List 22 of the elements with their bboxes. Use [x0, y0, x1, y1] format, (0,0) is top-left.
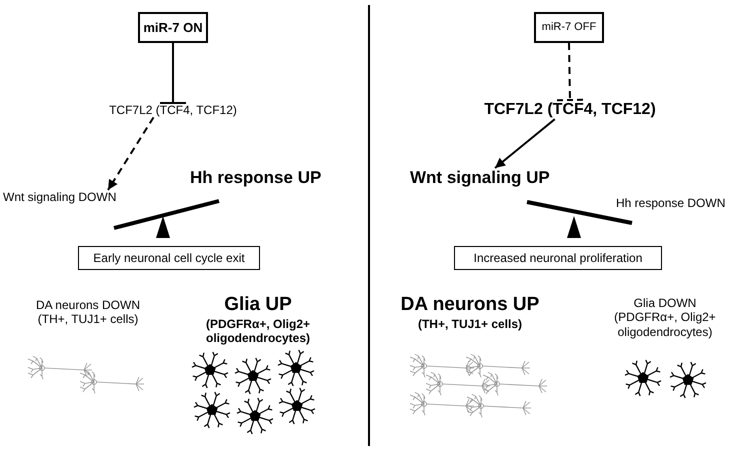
condition-box: miR-7 ON — [138, 12, 208, 43]
marker-label: (TH+, TUJ1+ cells) — [36, 312, 140, 327]
pathway-label: Wnt signaling DOWN — [3, 190, 143, 204]
marker-label: (PDGFRα+, Olig2+ oligodendrocytes) — [204, 316, 312, 346]
marker-label: (PDGFRα+, Olig2+ oligodendrocytes) — [613, 310, 717, 340]
arrow — [494, 118, 556, 169]
cell-type-label: Glia UP — [223, 294, 293, 317]
inhibition-line — [159, 43, 187, 104]
cell-type-label: DA neurons UP — [400, 294, 540, 317]
pathway-label: Hh response DOWN — [616, 196, 746, 210]
cell-type-label: DA neurons DOWN — [34, 298, 142, 312]
pathway-label: Hh response UP — [190, 168, 350, 188]
gene-label: TCF7L2 (TCF4, TCF12) — [108, 103, 238, 118]
marker-label: (TH+, TUJ1+ cells) — [416, 316, 524, 332]
outcome-box: Increased neuronal proliferation — [454, 246, 662, 270]
outcome-box: Early neuronal cell cycle exit — [78, 246, 260, 270]
condition-box: miR-7 OFF — [534, 12, 604, 43]
cell-type-label: Glia DOWN — [632, 296, 698, 310]
inhibition-line — [556, 42, 584, 102]
arrow — [107, 116, 154, 191]
pathway-label: Wnt signaling UP — [410, 168, 580, 188]
gene-label: TCF7L2 (TCF4, TCF12) — [475, 100, 665, 120]
